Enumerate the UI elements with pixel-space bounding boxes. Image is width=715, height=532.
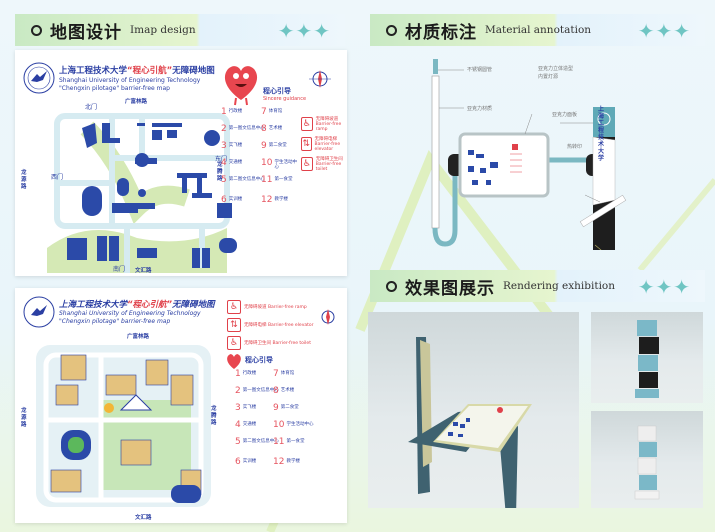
map-title: 上海工程技术大学“程心引航”无障碍地图: [59, 66, 215, 76]
road-label-south: 文汇路: [135, 268, 152, 274]
wheelchair-ramp-icon: ♿: [227, 300, 241, 314]
section-title-zh: 材质标注: [405, 22, 477, 43]
annotation-print: 热转印: [567, 144, 583, 150]
wheelchair-ramp-icon: ♿: [301, 117, 313, 131]
legend-toilet: ♿无障碍卫生间 Barrier-free toilet: [227, 336, 311, 350]
map-subtitle-en-2: "Chengxin pilotage" barrier-free map: [59, 318, 171, 325]
map-design-version-1: 上海工程技术大学“程心引航”无障碍地图 Shanghai University …: [15, 50, 347, 276]
totem-text: 上海工程技术大学: [598, 106, 605, 162]
guide-title: 程心引导: [245, 356, 273, 364]
annotation-model: 亚克力立体造型: [538, 66, 574, 72]
sparkle-icon: ✦✦✦: [637, 275, 691, 299]
section-title-en: Imap design: [130, 24, 196, 36]
university-logo: [23, 296, 55, 328]
elevator-icon: ⇅: [227, 318, 241, 332]
section-header-map-design: 地图设计 Imap design ✦✦✦: [15, 14, 345, 46]
section-title-zh: 效果图展示: [405, 278, 495, 299]
gate-label-north: 北门: [85, 104, 98, 111]
map-title: 上海工程技术大学“程心引航”无障碍地图: [59, 300, 215, 310]
road-label-west: 龙源路: [21, 170, 27, 190]
legend-elevator: ⇅无障碍电梯 Barrier-free elevator: [227, 318, 314, 332]
campus-map-illustrated: [36, 345, 211, 507]
guide-subtitle: Sincere guidance: [263, 96, 307, 102]
university-logo: [23, 62, 55, 94]
compass-icon: [321, 309, 335, 325]
guide-title: 程心引导: [263, 87, 291, 95]
road-label-east: 龙腾路: [217, 162, 223, 182]
section-title-en: Rendering exhibition: [503, 280, 616, 292]
map-design-version-2: 上海工程技术大学“程心引航”无障碍地图 Shanghai University …: [15, 288, 347, 523]
legend-ramp: ♿无障碍坡道 Barrier-free ramp: [227, 300, 307, 314]
road-label-south: 文汇路: [135, 515, 152, 521]
gate-label-west: 西门: [51, 174, 64, 181]
map-subtitle-en-2: "Chengxin pilotage" barrier-free map: [59, 85, 170, 92]
section-title-en: Material annotation: [485, 24, 592, 36]
section-title-zh: 地图设计: [50, 22, 122, 43]
annotation-panel: 亚克力面板: [552, 112, 578, 118]
section-header-material: 材质标注 Material annotation ✦✦✦: [370, 14, 705, 46]
accessible-toilet-icon: ♿: [301, 157, 313, 171]
accessible-toilet-icon: ♿: [227, 336, 241, 350]
map-subtitle-en: Shanghai University of Engineering Techn…: [59, 77, 201, 84]
elevator-icon: ⇅: [301, 137, 312, 151]
sparkle-icon: ✦✦✦: [637, 19, 691, 43]
map-subtitle-en: Shanghai University of Engineering Techn…: [59, 310, 201, 317]
road-label-east: 龙腾路: [211, 406, 217, 426]
material-drawing: [431, 59, 627, 250]
rendering-map-sign: [368, 312, 579, 508]
road-label-north: 广富林路: [125, 99, 148, 105]
circle-icon: [31, 24, 42, 36]
annotation-steel-tube: 不锈钢圆管: [467, 67, 493, 73]
rendering-cube-totem-dark: [591, 312, 703, 403]
compass-icon: [309, 70, 331, 88]
road-label-north: 广富林路: [127, 334, 150, 340]
circle-icon: [386, 280, 397, 292]
gate-label-south: 南门: [113, 266, 126, 273]
sparkle-icon: ✦✦✦: [277, 19, 331, 43]
gate-label-east: 东门: [215, 156, 228, 163]
heart-mascot-icon: [224, 66, 258, 106]
heart-mascot-icon: [227, 354, 241, 369]
rendering-cube-totem-light: [591, 411, 703, 508]
road-label-west: 龙源路: [21, 408, 27, 428]
campus-map: [47, 113, 237, 273]
circle-icon: [386, 24, 397, 36]
annotation-acrylic: 亚克力材质: [467, 106, 493, 112]
section-header-rendering: 效果图展示 Rendering exhibition ✦✦✦: [370, 270, 705, 302]
annotation-light: 内置灯源: [538, 74, 559, 80]
